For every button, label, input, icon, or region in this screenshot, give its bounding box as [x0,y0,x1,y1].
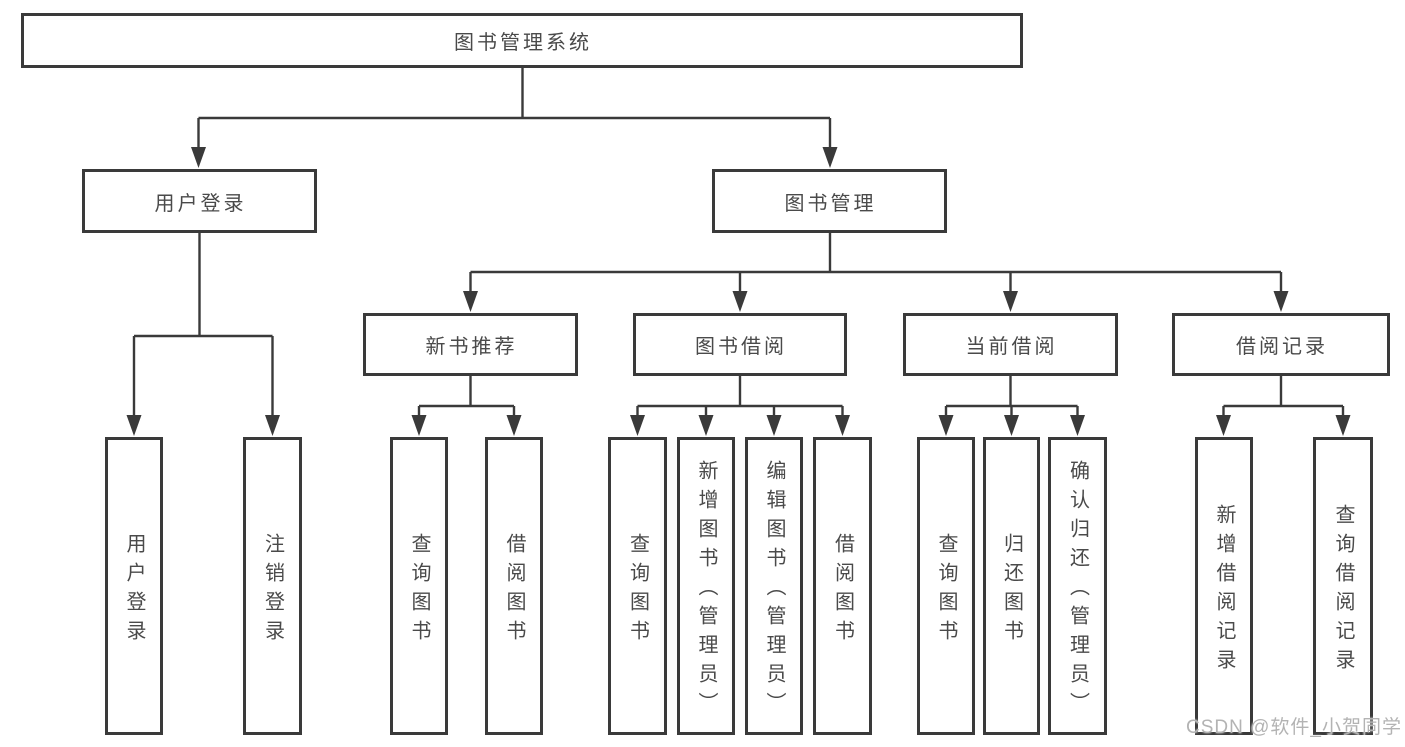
leaf-borrow-books: 借阅图书 [813,437,872,735]
leaf-label: 归还图书 [1000,532,1023,649]
leaf-user-login: 用户登录 [105,437,163,735]
node-label: 图书管理 [784,192,877,215]
csdn-watermark: CSDN @软件_小贺同学 [1186,717,1402,738]
node-label: 借阅记录 [1236,336,1328,358]
node-book-borrowing: 图书借阅 [633,313,847,376]
leaf-query-books-borrow: 查询图书 [608,437,667,735]
leaf-label: 新增图书（管理员） [695,460,717,721]
node-book-management: 图书管理 [712,169,947,233]
node-current-borrowing: 当前借阅 [903,313,1118,376]
leaf-label: 注销登录 [261,532,284,649]
node-label: 用户登录 [154,192,247,215]
connector-lines [132,68,1345,420]
leaf-query-books-current: 查询图书 [917,437,975,735]
leaf-label: 查询图书 [626,532,649,649]
node-label: 图书管理系统 [454,32,592,54]
leaf-query-books-new: 查询图书 [390,437,448,735]
leaf-label: 查询图书 [935,532,957,649]
node-user-login: 用户登录 [82,169,317,233]
node-new-book-recommend: 新书推荐 [363,313,578,376]
leaf-borrow-books-new: 借阅图书 [485,437,543,735]
leaf-label: 新增借阅记录 [1213,503,1235,678]
leaf-logout: 注销登录 [243,437,302,735]
leaf-query-borrow-record: 查询借阅记录 [1313,437,1373,735]
arrowheads [126,147,1351,436]
node-label: 图书借阅 [695,336,787,358]
node-borrow-records: 借阅记录 [1172,313,1390,376]
node-label: 当前借阅 [965,336,1058,358]
leaf-add-borrow-record: 新增借阅记录 [1195,437,1253,735]
leaf-label: 查询借阅记录 [1332,503,1354,678]
node-library-system: 图书管理系统 [21,13,1023,68]
leaf-label: 用户登录 [123,532,145,649]
leaf-return-books: 归还图书 [983,437,1040,735]
leaf-label: 查询图书 [408,532,430,649]
leaf-label: 确认归还（管理员） [1066,460,1089,721]
leaf-label: 借阅图书 [831,532,854,649]
leaf-add-books-admin: 新增图书（管理员） [677,437,735,735]
leaf-label: 编辑图书（管理员） [763,460,785,721]
node-label: 新书推荐 [425,336,518,358]
leaf-label: 借阅图书 [503,532,525,649]
leaf-confirm-return-admin: 确认归还（管理员） [1048,437,1107,735]
leaf-edit-books-admin: 编辑图书（管理员） [745,437,803,735]
